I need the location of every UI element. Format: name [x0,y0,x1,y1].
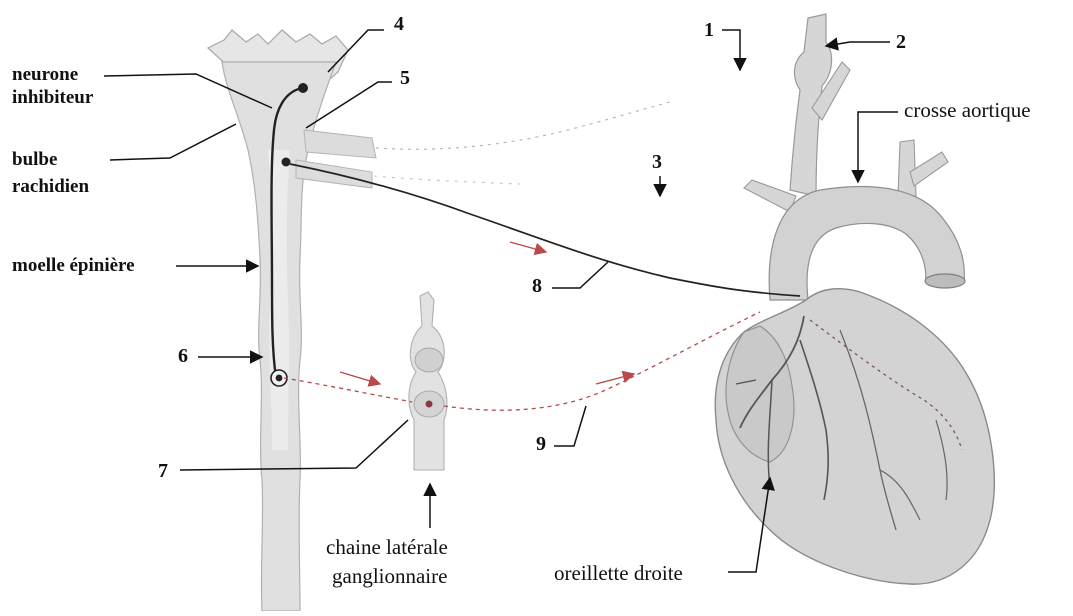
sympathetic-chain [409,292,447,470]
sympathetic-postganglionic-fiber-9 [444,312,760,410]
ganglion-chain-body [409,292,447,470]
sympathetic-preganglionic-fiber [284,378,412,402]
sinus-afferent-fiber [376,102,670,149]
label-number-1: 1 [704,19,714,41]
label-moelle: moelle épinière [12,255,135,276]
descending-aorta-opening [925,274,965,288]
postganglionic-direction-arrow [596,374,634,384]
label-number-7: 7 [158,460,168,482]
vagal-neuron-body [282,158,291,167]
label-oreillette-droite: oreillette droite [554,561,683,585]
leader-2 [826,42,890,46]
label-number-8: 8 [532,275,542,297]
leader-bulbe [110,124,236,160]
spinal-neuron-6-body [276,375,283,382]
ganglion-neuron-body [426,401,433,408]
label-number-3: 3 [652,151,662,173]
leader-crosse [858,112,898,182]
leader-9 [554,406,586,446]
subclavian-branch [744,180,796,212]
label-crosse-aortique: crosse aortique [904,98,1031,122]
vagus-direction-arrow [510,242,546,252]
label-chaine-line1: chaine latérale [326,535,448,559]
preganglionic-direction-arrow [340,372,380,384]
label-number-6: 6 [178,345,188,367]
bulbar-nerve-root [304,130,376,158]
label-neurone-line1: neurone [12,64,78,85]
leader-8 [552,262,608,288]
label-bulbe-line1: bulbe [12,149,57,170]
upper-ganglion [415,348,443,372]
label-chaine-line2: ganglionnaire [332,564,447,588]
label-number-5: 5 [400,67,410,89]
leader-1 [722,30,740,70]
label-number-9: 9 [536,433,546,455]
label-bulbe-line2: rachidien [12,176,89,197]
brainstem-spinal-cord [208,30,376,611]
arch-vessel-right-branch [910,152,948,186]
label-number-4: 4 [394,13,404,35]
arch-vessel-right [898,140,916,196]
label-number-2: 2 [896,31,906,53]
afferent-fiber-lower [374,176,520,184]
neuron-4-body [298,83,308,93]
label-neurone-line2: inhibiteur [12,87,94,108]
